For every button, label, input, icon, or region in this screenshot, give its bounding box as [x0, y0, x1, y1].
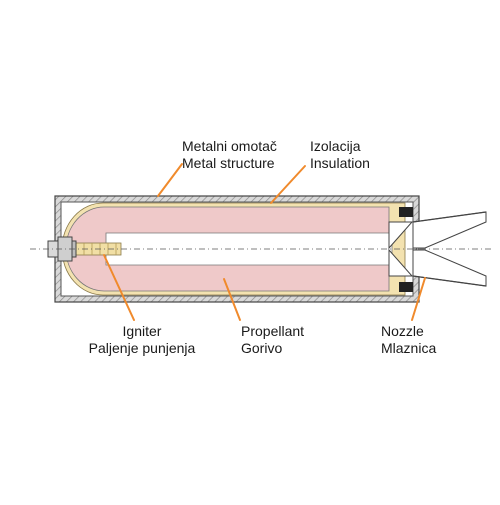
label-nozzle-line2: Mlaznica: [381, 340, 437, 356]
label-insulation-line2: Insulation: [310, 155, 370, 171]
leader-insulation: [270, 165, 306, 204]
leader-igniter: [103, 254, 135, 321]
label-metal-structure-line2: Metal structure: [182, 155, 275, 171]
leader-nozzle: [411, 277, 426, 321]
label-propellant-line2: Gorivo: [241, 340, 283, 356]
leader-metal-structure: [157, 163, 183, 197]
leader-lines: [103, 163, 426, 321]
label-propellant: Propellant Gorivo: [241, 323, 304, 357]
label-metal-structure: Metalni omotač Metal structure: [182, 138, 277, 172]
label-insulation: Izolacija Insulation: [310, 138, 370, 172]
label-igniter-line2: Paljenje punjenja: [88, 340, 196, 356]
label-nozzle-line1: Nozzle: [381, 323, 424, 339]
nozzle: [388, 207, 487, 292]
label-metal-structure-line1: Metalni omotač: [182, 138, 277, 154]
label-propellant-line1: Propellant: [241, 323, 305, 339]
label-nozzle: Nozzle Mlaznica: [381, 323, 436, 357]
label-insulation-line1: Izolacija: [310, 138, 361, 154]
label-igniter: Igniter Paljenje punjenja: [62, 323, 222, 357]
label-igniter-line1: Igniter: [122, 323, 162, 339]
leader-propellant: [223, 278, 241, 321]
